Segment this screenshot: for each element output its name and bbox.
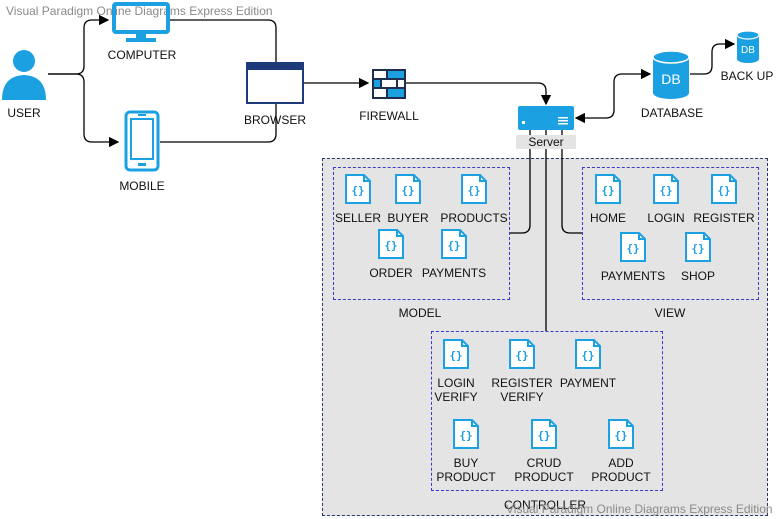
model-component-label: PAYMENTS — [404, 266, 504, 280]
user-label: USER — [7, 106, 41, 120]
view-component-icon: {} — [653, 174, 679, 204]
controller-component-label: PAYMENT — [538, 376, 638, 390]
controller-label: CONTROLLER — [503, 498, 586, 512]
model-component-label-line: BUYER — [387, 211, 429, 225]
browser-icon — [246, 62, 304, 104]
view-component-label-line: SHOP — [680, 269, 715, 283]
view-component-label: REGISTER — [674, 211, 774, 225]
svg-text:{}: {} — [691, 242, 704, 255]
computer-icon — [112, 2, 170, 42]
controller-component-label-line: PAYMENT — [559, 376, 617, 390]
svg-text:{}: {} — [717, 184, 730, 197]
browser-label: BROWSER — [243, 113, 306, 127]
view-component-label: SHOP — [648, 269, 748, 283]
database-icon-text: DB — [661, 71, 680, 87]
view-component-icon: {} — [711, 174, 737, 204]
controller-component-label-line: PRODUCT — [436, 470, 496, 484]
controller-component-label-line: CRUD — [526, 456, 562, 470]
view-component-label: HOME — [558, 211, 658, 225]
view-component-label: PAYMENTS — [583, 269, 683, 283]
svg-text:{}: {} — [401, 184, 414, 197]
view-component-icon: {} — [595, 174, 621, 204]
server-label: Server — [516, 135, 576, 149]
backup-label: BACK UP — [720, 69, 774, 83]
svg-text:{}: {} — [626, 242, 639, 255]
svg-text:{}: {} — [515, 349, 528, 362]
svg-text:{}: {} — [447, 239, 460, 252]
model-component-label: SELLER — [308, 211, 408, 225]
controller-component-icon: {} — [443, 339, 469, 369]
view-label: VIEW — [654, 306, 686, 320]
view-component-label: LOGIN — [616, 211, 716, 225]
model-component-icon: {} — [395, 174, 421, 204]
svg-text:{}: {} — [614, 429, 627, 442]
controller-component-icon: {} — [575, 339, 601, 369]
model-container — [333, 167, 510, 300]
svg-text:{}: {} — [601, 184, 614, 197]
database-icon: DB — [652, 50, 690, 99]
model-component-label: BUYER — [358, 211, 458, 225]
view-container — [582, 167, 759, 300]
backup-icon-text: DB — [741, 45, 755, 56]
model-component-label-line: PRODUCTS — [440, 211, 508, 225]
svg-text:{}: {} — [384, 239, 397, 252]
view-component-label-line: HOME — [590, 211, 626, 225]
controller-component-label-line: ADD — [608, 456, 634, 470]
firewall-icon — [372, 69, 406, 99]
view-component-icon: {} — [620, 232, 646, 262]
model-label: MODEL — [398, 306, 442, 320]
controller-component-icon: {} — [453, 419, 479, 449]
model-component-label-line: ORDER — [369, 266, 413, 280]
mobile-label: MOBILE — [119, 179, 165, 193]
svg-text:{}: {} — [467, 184, 480, 197]
view-component-label-line: LOGIN — [647, 211, 685, 225]
controller-component-label-line: VERIFY — [434, 390, 478, 404]
watermark-bottom: Visual Paradigm Online Diagrams Express … — [506, 502, 773, 516]
controller-component-icon: {} — [531, 419, 557, 449]
svg-text:{}: {} — [581, 349, 594, 362]
controller-component-label-line: VERIFY — [500, 390, 544, 404]
watermark-top: Visual Paradigm Online Diagrams Express … — [6, 4, 273, 18]
svg-text:{}: {} — [659, 184, 672, 197]
server-icon — [518, 106, 574, 130]
model-component-label-line: PAYMENTS — [421, 266, 487, 280]
view-component-label-line: REGISTER — [693, 211, 755, 225]
view-component-icon: {} — [685, 232, 711, 262]
model-component-icon: {} — [345, 174, 371, 204]
firewall-label: FIREWALL — [359, 109, 419, 123]
mvc-container — [322, 158, 768, 516]
computer-label: COMPUTER — [107, 48, 177, 62]
controller-component-icon: {} — [608, 419, 634, 449]
svg-text:{}: {} — [351, 184, 364, 197]
controller-component-label-line: BUY — [453, 456, 479, 470]
controller-component-label-line: PRODUCT — [591, 470, 651, 484]
svg-text:{}: {} — [449, 349, 462, 362]
backup-icon: DB — [736, 30, 760, 63]
svg-text:{}: {} — [459, 429, 472, 442]
view-component-label-line: PAYMENTS — [600, 269, 666, 283]
svg-text:{}: {} — [537, 429, 550, 442]
database-label: DATABASE — [640, 106, 704, 120]
controller-component-label-line: PRODUCT — [514, 470, 574, 484]
mobile-icon — [124, 110, 160, 172]
user-icon — [2, 50, 46, 100]
controller-component-label-line: LOGIN — [437, 376, 475, 390]
model-component-icon: {} — [441, 229, 467, 259]
model-component-label-line: SELLER — [334, 211, 382, 225]
model-component-label: PRODUCTS — [424, 211, 524, 225]
controller-component-label-line: REGISTER — [491, 376, 553, 390]
controller-component-icon: {} — [509, 339, 535, 369]
model-component-icon: {} — [461, 174, 487, 204]
controller-container — [431, 331, 663, 491]
model-component-label: ORDER — [341, 266, 441, 280]
model-component-icon: {} — [378, 229, 404, 259]
